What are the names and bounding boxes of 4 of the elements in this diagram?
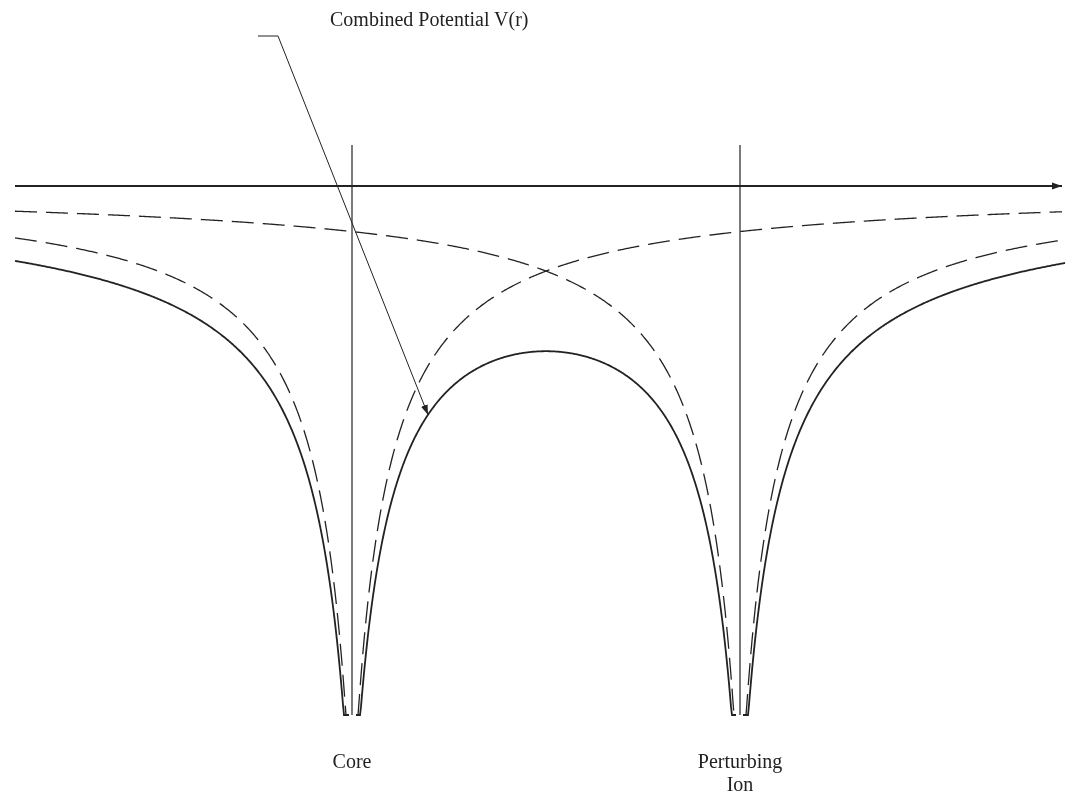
position-label: Core (331, 750, 373, 773)
curve-label: Combined Potential V(r) (255, 8, 529, 31)
leader-arrow (257, 35, 429, 416)
position-label: Perturbing Ion (696, 750, 784, 796)
